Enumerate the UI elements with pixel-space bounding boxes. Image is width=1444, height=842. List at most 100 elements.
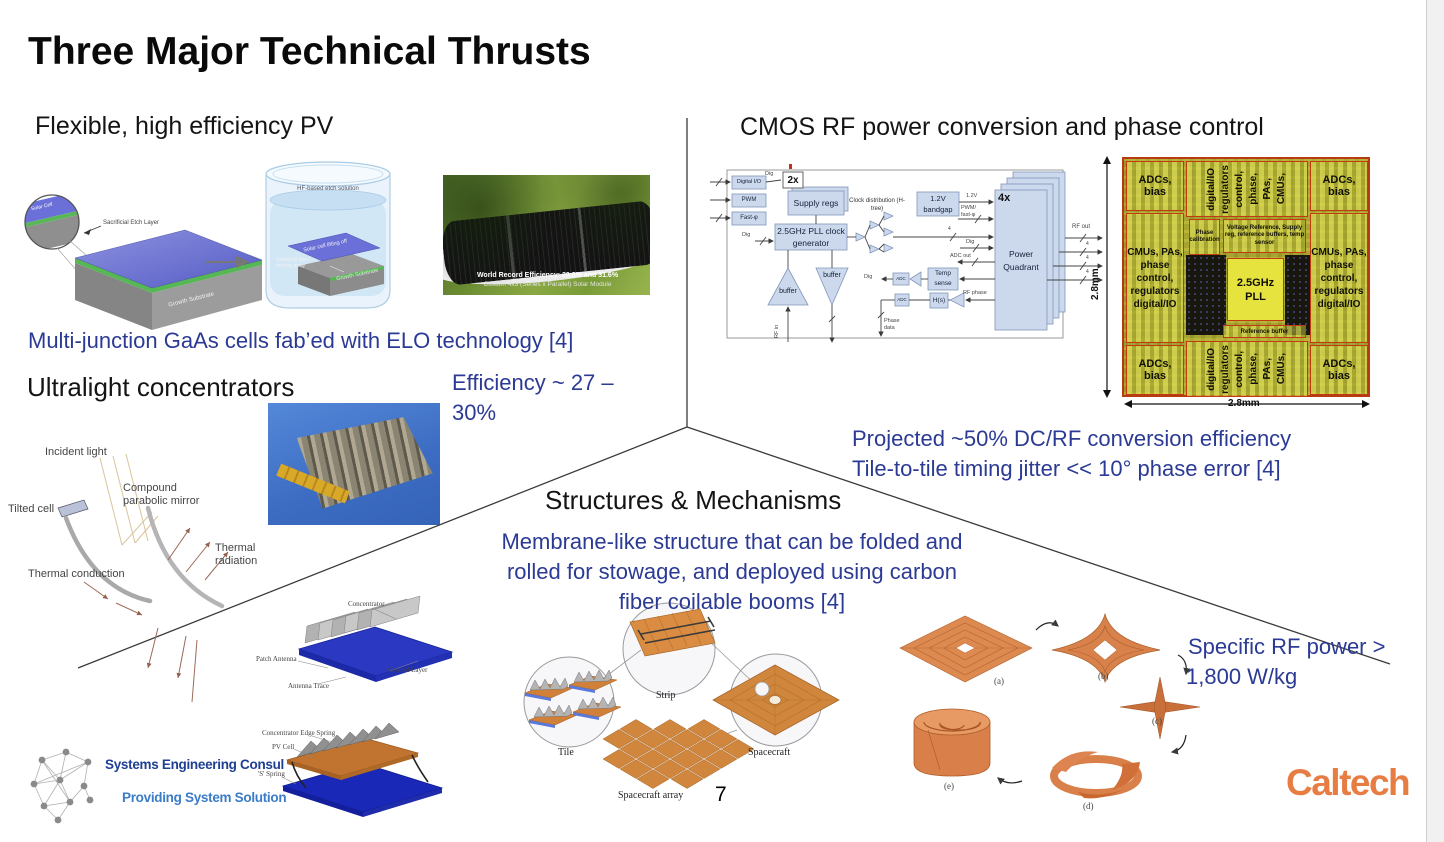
slide-title: Three Major Technical Thrusts	[28, 30, 591, 73]
die-pll: 2.5GHz PLL	[1227, 258, 1284, 321]
bd-temp-sense: Temp sense	[934, 270, 952, 287]
beaker-liftoff-label: Solar cell lifting off	[302, 238, 348, 254]
cmos-section-heading: CMOS RF power conversion and phase contr…	[740, 113, 1264, 141]
structures-note-line2: rolled for stowage, and deployed using c…	[506, 559, 958, 584]
die-adc-br: ADCs, bias	[1310, 345, 1368, 395]
module-caption-line1: World Record Efficiency: 29.8% and 31.6%	[476, 272, 619, 279]
concentrator-fins	[296, 417, 433, 509]
die-dark-right	[1285, 255, 1310, 335]
caltech-logo: Caltech	[1286, 762, 1411, 803]
beaker-substrate-label: Growth Substrate	[335, 267, 379, 283]
ray-tilted-cell-label: Tilted cell	[8, 503, 55, 515]
die-vword: regulators	[1220, 164, 1231, 214]
bd-adc-out: ADC out	[950, 253, 971, 259]
sec-logo-line2: Providing System Solution	[122, 790, 287, 805]
cad1-concentrator-label: Concentrator	[348, 600, 385, 608]
cad2-pv-cell-label: PV Cell	[272, 743, 295, 751]
die-right-block: CMUs, PAs, phase control, regulators dig…	[1310, 213, 1368, 343]
pv-note: Multi-junction GaAs cells fab’ed with EL…	[28, 328, 574, 353]
bd-buffer1: buffer	[779, 288, 797, 295]
concentrator-section-heading: Ultralight concentrators	[27, 372, 295, 402]
viewer-edge-strip	[1426, 0, 1444, 842]
module-caption-line2: Custom 4x3 (Series x Parallel) Solar Mod…	[483, 281, 612, 288]
bd-digital-io: Digital I/O	[736, 179, 762, 185]
cad-concentrator-2	[281, 722, 444, 817]
bd-12v: 1.2V	[966, 193, 978, 199]
spacecraft-array-label: Spacecraft array	[618, 790, 684, 801]
ray-radiation-label: Thermal radiation	[215, 542, 258, 567]
die-vword: PAs,	[1262, 178, 1273, 200]
die-dark-left	[1186, 255, 1226, 335]
bd-adc2: ADC	[897, 297, 907, 302]
bd-four-out1: 4	[1086, 241, 1089, 247]
sec-logo-line1: Systems Engineering Consul	[105, 757, 284, 772]
die-vword: control,	[1234, 170, 1245, 208]
rf-power-note-line1: Specific RF power >	[1188, 634, 1386, 659]
cad1-trace-label: Antenna Trace	[288, 682, 330, 690]
fold-b-label: (b)	[1098, 671, 1109, 681]
bd-power-quadrant: Power Quadrant	[1003, 249, 1039, 272]
die-vword: digital/IO	[1206, 167, 1217, 211]
bd-four-out3: 4	[1086, 269, 1089, 275]
bd-rf-in: RF in	[774, 324, 780, 338]
die-vword: phase,	[1248, 353, 1259, 385]
cad1-patch-label: Patch Antenna	[256, 655, 297, 663]
solar-module-photo: World Record Efficiency: 29.8% and 31.6%…	[443, 175, 650, 295]
die-left-block: CMUs, PAs, phase control, regulators dig…	[1126, 213, 1184, 343]
chip-die-photo: ADCs, bias ADCs, bias ADCs, bias ADCs, b…	[1122, 157, 1370, 397]
bd-dig-adc: Dig	[864, 274, 873, 280]
rf-power-note-line2: 1,800 W/kg	[1186, 664, 1298, 689]
cmos-note-line2: Tile-to-tile timing jitter << 10° phase …	[852, 456, 1281, 481]
spacecraft-array	[602, 719, 755, 789]
cad1-ground-label: Ground Layer	[388, 666, 428, 674]
fold-c-label: (c)	[1152, 716, 1162, 726]
die-top-center: digital/IO regulators control, phase, PA…	[1186, 161, 1308, 217]
bd-dig-pq: Dig	[966, 239, 975, 245]
cad2-s-spring-label: 'S' Spring	[258, 770, 285, 778]
ray-mirror-label: Compound parabolic mirror	[123, 482, 200, 507]
efficiency-note-line2: 30%	[452, 400, 497, 425]
bd-clock-dist: Clock distribution (H-tree)	[849, 198, 905, 212]
tile-label: Tile	[558, 747, 574, 758]
die-vword: phase,	[1248, 173, 1259, 205]
pv-section-heading: Flexible, high efficiency PV	[35, 112, 334, 140]
cmos-note-line1: Projected ~50% DC/RF conversion efficien…	[852, 426, 1292, 451]
bd-rf-phase: RF phase	[963, 290, 987, 296]
bd-4x: 4x	[998, 192, 1011, 204]
die-dim-vertical: 2.8mm	[1090, 268, 1101, 300]
structures-note-line3: fiber coilable booms [4]	[618, 589, 846, 614]
fab-substrate-label: Growth Substrate	[167, 291, 215, 309]
structures-section-heading: Structures & Mechanisms	[545, 485, 842, 515]
efficiency-note-line1: Efficiency ~ 27 –	[452, 370, 614, 395]
fab-sacrificial-label: Sacrificial Etch Layer	[103, 220, 160, 226]
die-vref: Voltage Reference, Supply reg, reference…	[1223, 219, 1306, 253]
die-ref-buffer: Reference buffer	[1223, 325, 1306, 338]
bd-pwm-fast: PWM/ fast-φ	[961, 205, 976, 218]
die-adc-tr: ADCs, bias	[1310, 161, 1368, 211]
cad2-edge-spring-label: Concentrator Edge Spring	[262, 729, 336, 737]
bd-hs: H(s)	[932, 297, 946, 304]
bd-four-out2: 4	[1086, 255, 1089, 261]
strip-label: Strip	[656, 690, 676, 701]
die-phase-cal: Phase calibration	[1189, 219, 1220, 255]
fab-solar-cell-label: Solar Cell	[30, 201, 54, 213]
bd-pwm: PWM	[741, 197, 757, 203]
fold-e-label: (e)	[944, 781, 954, 791]
bd-2x: 2x	[787, 175, 799, 186]
bd-four-clock: 4	[948, 226, 951, 232]
fold-a-label: (a)	[994, 676, 1004, 686]
fold-d-label: (d)	[1083, 801, 1094, 811]
bd-adc1: ADC	[896, 276, 906, 281]
die-adc-tl: ADCs, bias	[1126, 161, 1184, 211]
die-vword: control,	[1234, 350, 1245, 388]
structures-note-line1: Membrane-like structure that can be fold…	[501, 529, 963, 554]
die-bottom-center: digital/IO regulators control, phase, PA…	[1186, 341, 1308, 397]
bd-dig-pll: Dig	[742, 232, 751, 238]
bd-phase-data: Phase data	[884, 318, 900, 331]
cad-concentrator-1	[297, 595, 454, 685]
ray-conduction-label: Thermal conduction	[28, 568, 125, 580]
bd-dig-top: Dig	[765, 171, 774, 177]
die-vword: digital/IO	[1206, 347, 1217, 391]
concentrator-photo	[268, 403, 440, 525]
